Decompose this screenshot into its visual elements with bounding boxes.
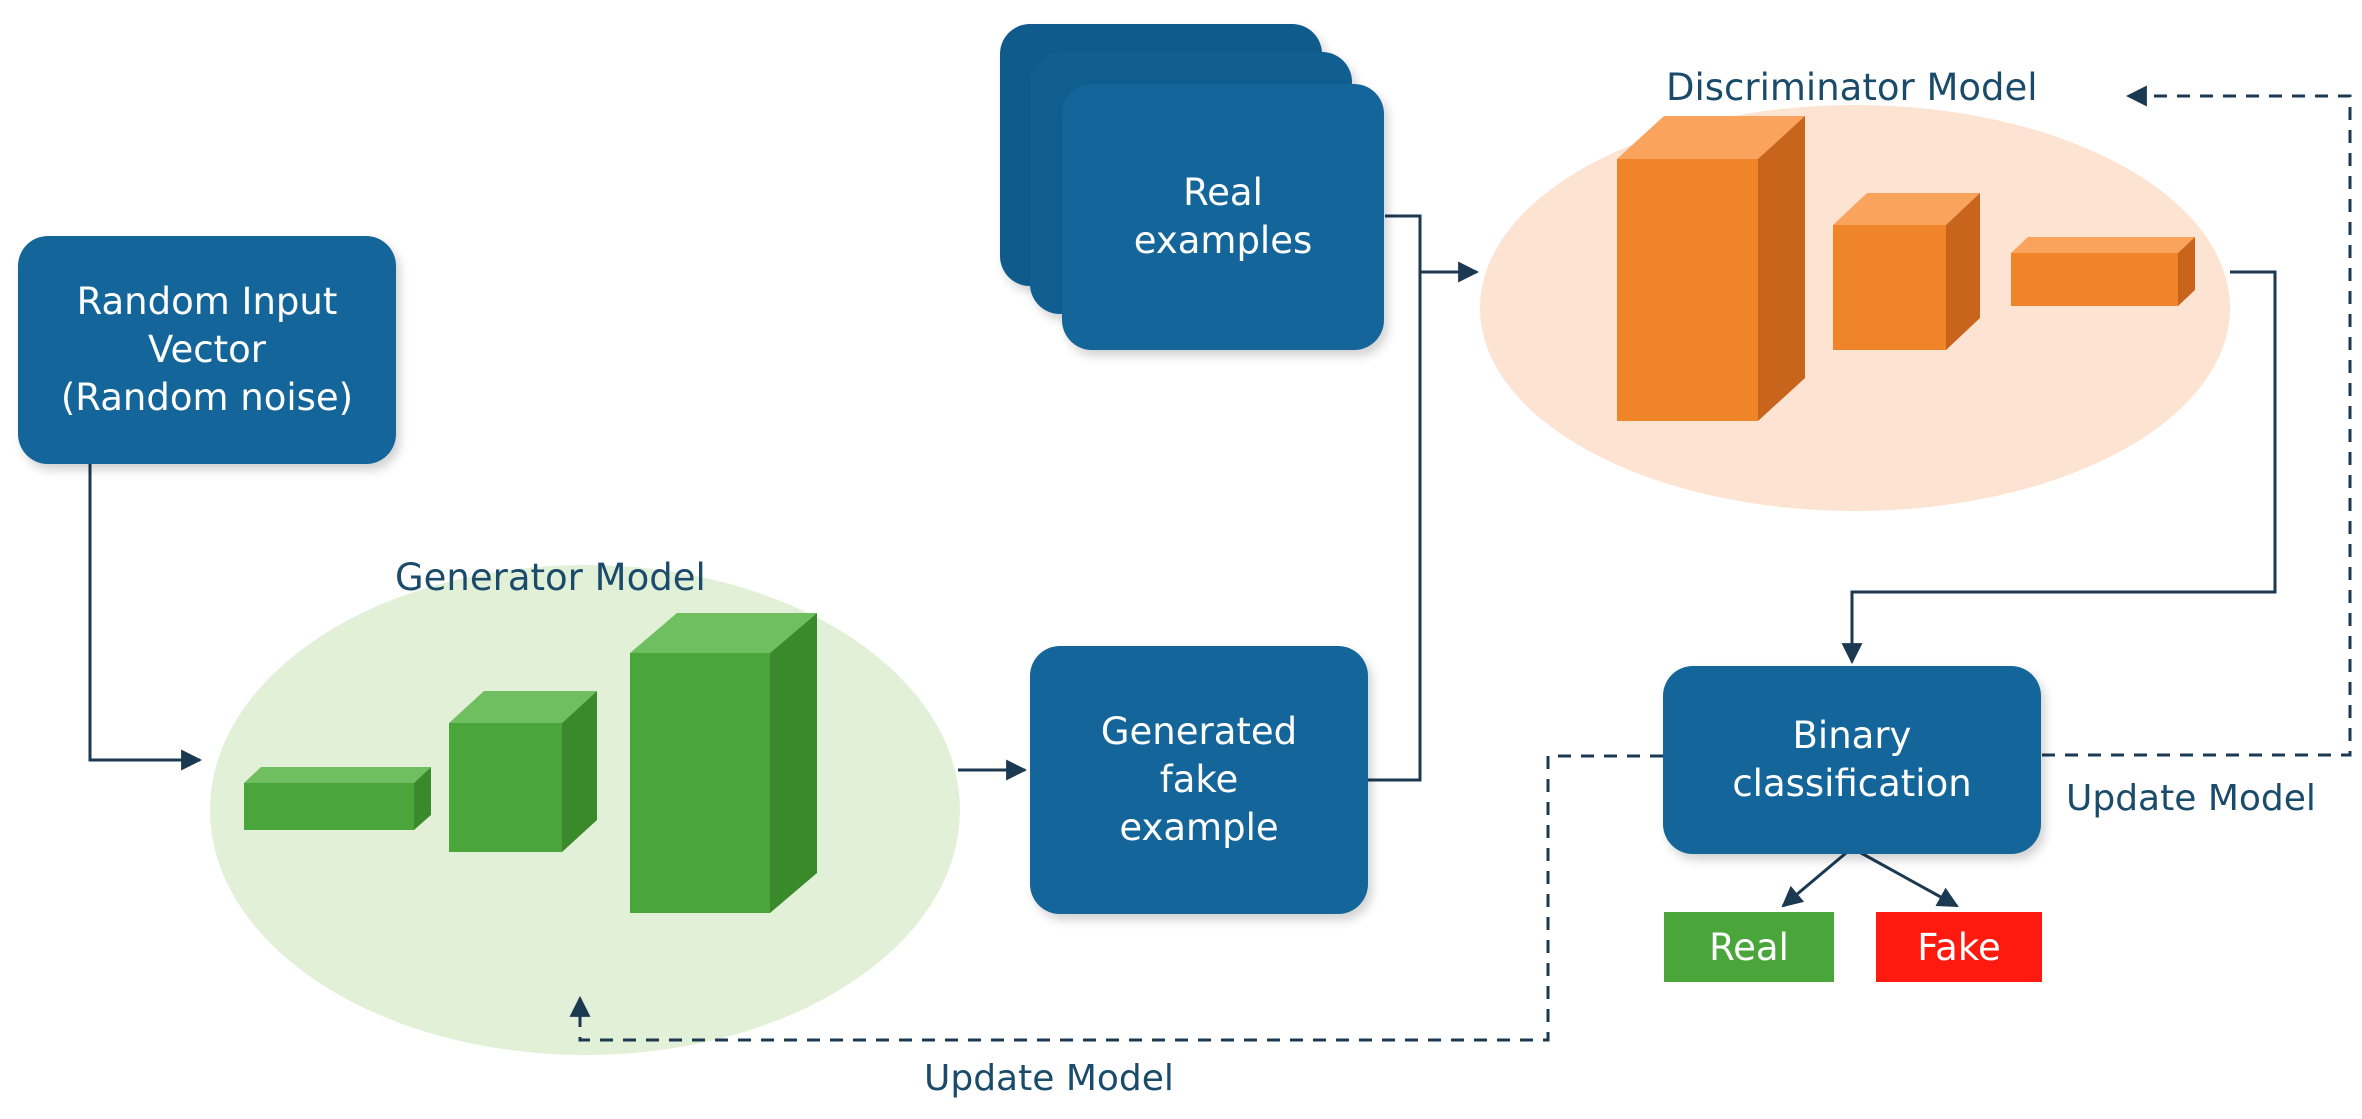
discriminator-layer-2 xyxy=(1833,193,1980,350)
generator-layer-3 xyxy=(630,613,817,913)
binary-classification-box: Binary classification xyxy=(1663,666,2041,854)
edge-fake-to-merge xyxy=(1368,272,1422,782)
generator-layer-2 xyxy=(449,691,597,852)
random-input-line-3: (Random noise) xyxy=(60,376,354,419)
update-generator-label: Update Model xyxy=(924,1058,1174,1099)
random-input-line-1: Random Input xyxy=(76,280,338,323)
real-examples-box: Real examples xyxy=(1062,84,1384,350)
generated-fake-line-2: fake xyxy=(1159,758,1239,801)
discriminator-layer-3 xyxy=(2011,237,2195,306)
update-discriminator-label: Update Model xyxy=(2066,778,2316,819)
binary-classification-line-2: classification xyxy=(1732,762,1972,805)
discriminator-model-label: Discriminator Model xyxy=(1666,66,2038,109)
discriminator-layer-1 xyxy=(1617,116,1805,421)
edge-update-generator xyxy=(569,754,1663,1042)
random-input-line-2: Vector xyxy=(148,328,266,371)
generated-fake-line-3: example xyxy=(1119,806,1279,849)
edge-real-to-merge xyxy=(1385,214,1422,272)
fake-output-tag: Fake xyxy=(1876,912,2042,982)
generated-fake-example-box: Generated fake example xyxy=(1030,646,1368,914)
generator-layer-1 xyxy=(244,767,431,830)
real-output-tag: Real xyxy=(1664,912,1834,982)
edge-discriminator-to-classification xyxy=(1841,270,2277,665)
generated-fake-line-1: Generated xyxy=(1100,710,1298,753)
binary-classification-line-1: Binary xyxy=(1792,714,1912,757)
generator-model-label: Generator Model xyxy=(395,556,706,599)
edge-input-to-generator xyxy=(88,462,203,771)
random-input-vector-box: Random Input Vector (Random noise) xyxy=(18,236,396,464)
edge-classification-to-fake xyxy=(1851,846,1959,908)
edge-classification-to-real xyxy=(1781,846,1853,908)
real-examples-line-2: examples xyxy=(1133,219,1313,262)
real-examples-line-1: Real xyxy=(1183,171,1263,214)
